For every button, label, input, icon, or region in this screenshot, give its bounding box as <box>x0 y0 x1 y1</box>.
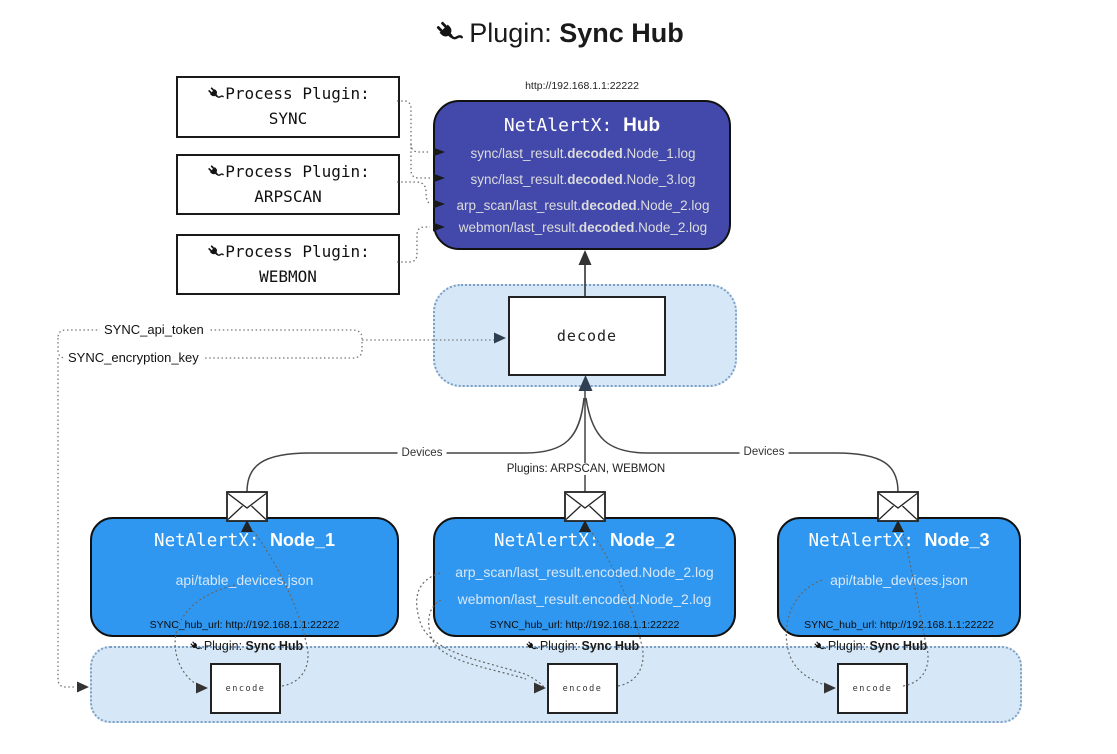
plug-icon <box>433 18 469 48</box>
plug-icon <box>813 639 828 653</box>
encode-box: encode <box>837 663 908 714</box>
hub-url: http://192.168.1.1:22222 <box>525 80 639 92</box>
hub-log-line: sync/last_result.decoded.Node_3.log <box>470 172 696 187</box>
process-plugin-label: Process Plugin: <box>178 82 398 107</box>
decode-box: decode <box>508 296 666 376</box>
title-pre: Plugin: <box>469 18 560 48</box>
node-2-box: NetAlertX: Node_2 arp_scan/last_result.e… <box>433 517 736 637</box>
node-hub-url: SYNC_hub_url: http://192.168.1.1:22222 <box>489 619 680 631</box>
encode-plugin-label: Plugin: Sync Hub <box>813 639 927 653</box>
decode-label: decode <box>556 327 618 345</box>
encode-plugin-label: Plugin: Sync Hub <box>525 639 639 653</box>
plug-icon <box>525 639 540 653</box>
node-file: api/table_devices.json <box>830 572 968 588</box>
node-1-box: NetAlertX: Node_1 api/table_devices.json… <box>90 517 399 637</box>
plug-icon <box>206 84 225 103</box>
node-title: NetAlertX: Node_3 <box>808 530 990 551</box>
encode-plugin-label: Plugin: Sync Hub <box>189 639 303 653</box>
hub-title: NetAlertX: Hub <box>503 115 661 136</box>
process-plugin-label: Process Plugin: <box>178 160 398 185</box>
hub-log-line: arp_scan/last_result.decoded.Node_2.log <box>456 198 710 213</box>
process-plugin-name: WEBMON <box>259 266 317 286</box>
hub-log-line: sync/last_result.decoded.Node_1.log <box>470 146 696 161</box>
process-plugin-sync-box: Process Plugin: SYNC <box>176 76 400 138</box>
process-plugin-arpscan-box: Process Plugin: ARPSCAN <box>176 154 400 215</box>
process-plugin-webmon-box: Process Plugin: WEBMON <box>176 234 400 295</box>
node-hub-url: SYNC_hub_url: http://192.168.1.1:22222 <box>804 619 994 631</box>
plug-icon <box>206 242 225 261</box>
node-file: api/table_devices.json <box>175 572 314 588</box>
process-plugin-name: SYNC <box>268 109 308 128</box>
plug-icon <box>189 639 204 653</box>
node-file: webmon/last_result.encoded.Node_2.log <box>457 591 712 607</box>
process-plugin-name: ARPSCAN <box>254 186 322 206</box>
node-title: NetAlertX: Node_2 <box>494 530 675 551</box>
node-title: NetAlertX: Node_1 <box>154 530 335 551</box>
hub-log-line: webmon/last_result.decoded.Node_2.log <box>458 220 708 235</box>
hub-box: NetAlertX: Hub sync/last_result.decoded.… <box>433 100 731 250</box>
process-plugin-label: Process Plugin: <box>178 240 398 265</box>
node-3-box: NetAlertX: Node_3 api/table_devices.json… <box>777 517 1021 637</box>
plug-icon <box>206 162 225 181</box>
node-file: arp_scan/last_result.encoded.Node_2.log <box>455 564 714 580</box>
title-bold: Sync Hub <box>559 18 684 48</box>
page-title: Plugin: Sync Hub <box>0 16 1117 49</box>
encode-box: encode <box>210 663 281 714</box>
node-hub-url: SYNC_hub_url: http://192.168.1.1:22222 <box>149 619 340 631</box>
encode-box: encode <box>547 663 618 714</box>
